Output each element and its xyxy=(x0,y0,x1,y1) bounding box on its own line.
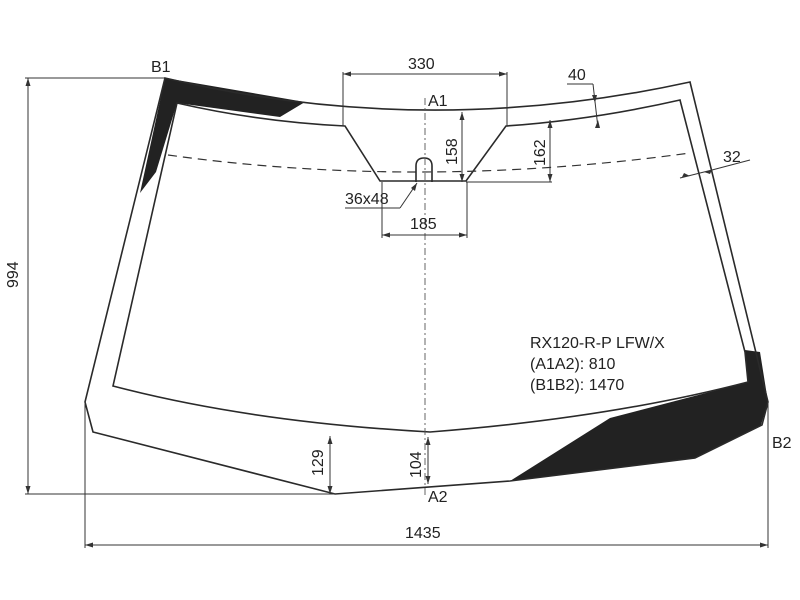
dim-104-text: 104 xyxy=(408,451,425,478)
dim-hole-text: 36x48 xyxy=(345,191,389,208)
dim-185-text: 185 xyxy=(410,216,437,233)
dim-330-text: 330 xyxy=(408,56,435,73)
dim-32-arrow-right xyxy=(704,170,712,174)
dim-40-line xyxy=(592,83,599,129)
sensor-hole xyxy=(415,157,433,182)
dim-185-arrow-left xyxy=(382,232,390,238)
label-a2: A2 xyxy=(428,489,448,506)
note-model: RX120-R-P LFW/X xyxy=(530,335,665,352)
dim-40-arrow-bottom xyxy=(595,120,600,128)
dim-158-text: 158 xyxy=(444,138,461,165)
ceramic-band-bottom-right xyxy=(510,350,768,481)
dim-129-arrow-bottom xyxy=(327,486,333,494)
dim-hole-arrow xyxy=(411,183,417,191)
dim-129-arrow-top xyxy=(327,436,333,444)
label-b1: B1 xyxy=(151,59,171,76)
dim-158-arrow-bottom xyxy=(459,174,465,182)
shade-band-dashed-line xyxy=(167,152,691,173)
glass-outer-contour xyxy=(84,77,769,495)
dim-162-arrow-bottom xyxy=(547,174,553,182)
label-a1: A1 xyxy=(428,93,448,110)
dim-40-arrow-top xyxy=(592,95,597,103)
dim-330-arrow-right xyxy=(499,71,507,77)
note-a1a2: (A1A2): 810 xyxy=(530,356,615,373)
dim-185-arrow-right xyxy=(459,232,467,238)
dim-32-leader xyxy=(711,159,751,171)
dim-158-arrow-top xyxy=(459,112,465,120)
dim-994-text: 994 xyxy=(5,261,22,288)
dim-1435-arrow-left xyxy=(85,542,93,548)
label-b2: B2 xyxy=(772,435,792,452)
glass-inner-contour xyxy=(112,99,749,433)
dim-994-arrow-bottom xyxy=(25,486,31,494)
dim-162-arrow-top xyxy=(547,120,553,128)
dim-1435-text: 1435 xyxy=(405,525,441,542)
dim-330-arrow-left xyxy=(343,71,351,77)
dim-32-text: 32 xyxy=(723,149,741,166)
dim-104-arrow-top xyxy=(425,437,431,445)
dim-994-arrow-top xyxy=(25,78,31,86)
ceramic-band-top-left xyxy=(140,78,305,193)
dim-40-text: 40 xyxy=(568,67,586,84)
dim-162-text: 162 xyxy=(532,139,549,166)
dim-1435-arrow-right xyxy=(760,542,768,548)
dim-104-arrow-bottom xyxy=(425,476,431,484)
dim-129-text: 129 xyxy=(310,449,327,476)
note-b1b2: (B1B2): 1470 xyxy=(530,377,624,394)
dim-32-arrow-left xyxy=(682,173,690,177)
